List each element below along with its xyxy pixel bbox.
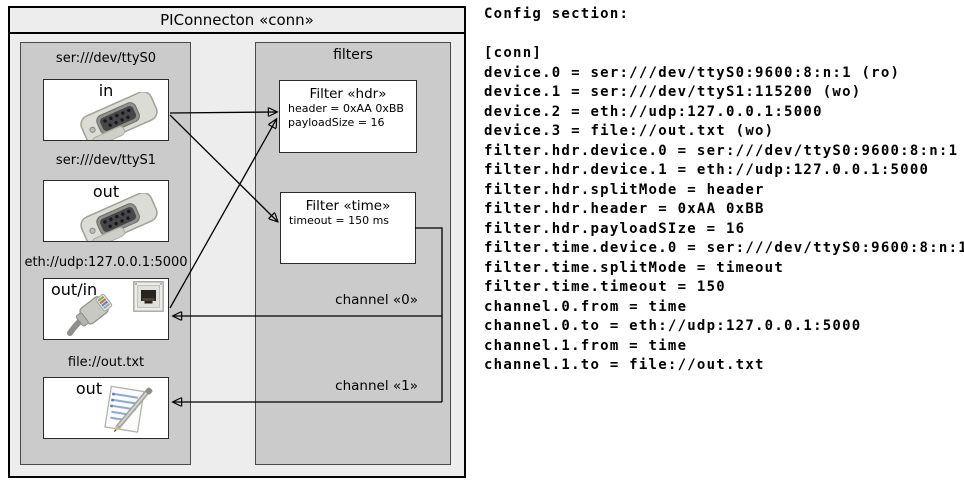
channel-0-label: channel «0»: [335, 292, 418, 308]
filter-hdr-name: Filter «hdr»: [309, 86, 387, 102]
piconnector-diagram: PIConnecton «conn» filters ser:///dev/tt…: [8, 6, 466, 478]
channel-1-label: channel «1»: [335, 378, 418, 394]
config-line: filter.hdr.header = 0xAA 0xBB: [484, 201, 765, 217]
device-box-ttys1: out: [43, 180, 169, 242]
config-line: device.0 = ser:///dev/ttyS0:9600:8:n:1 (…: [484, 64, 901, 81]
device-url-file: file://out.txt: [67, 355, 145, 370]
config-line: filter.hdr.payloadSIze = 16: [484, 220, 746, 237]
serial-connector-photo: [80, 92, 158, 140]
config-line: channel.1.from = time: [484, 337, 688, 354]
filters-panel-title: filters: [333, 47, 373, 63]
config-line: [conn]: [484, 45, 543, 61]
config-line: filter.time.device.0 = ser:///dev/ttyS0:…: [484, 240, 964, 256]
filter-time-prop-timeout: timeout = 150 ms: [289, 214, 390, 227]
config-line: filter.time.timeout = 150: [484, 279, 726, 295]
config-line: channel.0.to = eth://udp:127.0.0.1:5000: [484, 318, 862, 334]
config-lines: [conn] device.0 = ser:///dev/ttyS0:9600:…: [484, 44, 964, 376]
serial-connector-photo: [80, 193, 158, 241]
config-line: filter.hdr.device.0 = ser:///dev/ttyS0:9…: [484, 142, 959, 159]
config-section: Config section: [conn] device.0 = ser://…: [484, 5, 964, 376]
filter-hdr-box: Filter «hdr» header = 0xAA 0xBB payloadS…: [279, 80, 417, 153]
config-line: device.1 = ser:///dev/ttyS1:115200 (wo): [484, 84, 862, 100]
device-io-label: out: [75, 379, 103, 398]
device-box-file: out: [43, 377, 169, 439]
device-io-label: out/in: [51, 280, 98, 299]
device-url-eth: eth://udp:127.0.0.1:5000: [24, 255, 188, 270]
config-line: filter.time.splitMode = timeout: [484, 259, 785, 276]
filter-time-box: Filter «time» timeout = 150 ms: [280, 192, 416, 264]
config-line: channel.0.from = time: [484, 298, 688, 315]
filter-time-name: Filter «time»: [305, 198, 391, 214]
filter-hdr-prop-payload: payloadSize = 16: [288, 116, 385, 129]
device-box-eth: out/in: [43, 278, 169, 340]
ethernet-jack-icon: [133, 281, 164, 312]
config-line: device.3 = file://out.txt (wo): [484, 123, 775, 139]
filter-hdr-prop-header: header = 0xAA 0xBB: [288, 102, 404, 115]
device-io-label: out: [92, 182, 120, 201]
config-line: channel.1.to = file://out.txt: [484, 357, 765, 373]
notepad-pencil-icon: [104, 385, 153, 433]
diagram-title: PIConnecton «conn»: [10, 8, 464, 34]
config-heading: Config section:: [484, 6, 630, 22]
config-line: filter.hdr.splitMode = header: [484, 181, 765, 198]
config-line: device.2 = eth://udp:127.0.0.1:5000: [484, 103, 823, 120]
ethernet-plug-icon: [67, 293, 113, 336]
device-url-ttys0: ser:///dev/ttyS0: [55, 51, 157, 66]
config-line: filter.hdr.device.1 = eth://udp:127.0.0.…: [484, 162, 930, 178]
device-box-ttys0: in: [43, 79, 169, 141]
device-io-label: in: [98, 81, 114, 100]
device-url-ttys1: ser:///dev/ttyS1: [55, 153, 157, 168]
